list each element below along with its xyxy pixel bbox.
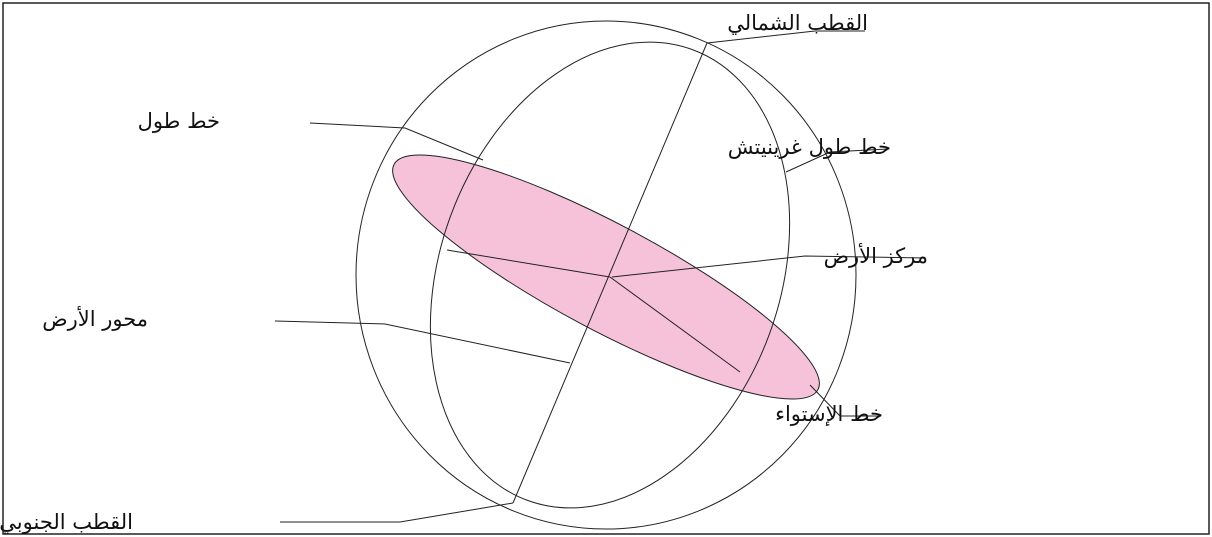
north-pole-label: القطب الشمالي — [727, 11, 868, 35]
south-pole-label: القطب الجنوبي — [0, 510, 133, 534]
longitude-label: خط طول — [138, 109, 220, 133]
earth-center-label: مركز الأرض — [824, 243, 928, 268]
equator-label: خط الإستواء — [775, 402, 883, 426]
greenwich-label: خط طول غرينيتش — [728, 135, 891, 159]
south-pole-leader — [280, 503, 513, 522]
longitude-leader — [310, 123, 483, 160]
earth-axis-label: محور الأرض — [42, 306, 148, 331]
equator-plane — [369, 118, 843, 437]
earth-axis-leader — [275, 321, 570, 363]
